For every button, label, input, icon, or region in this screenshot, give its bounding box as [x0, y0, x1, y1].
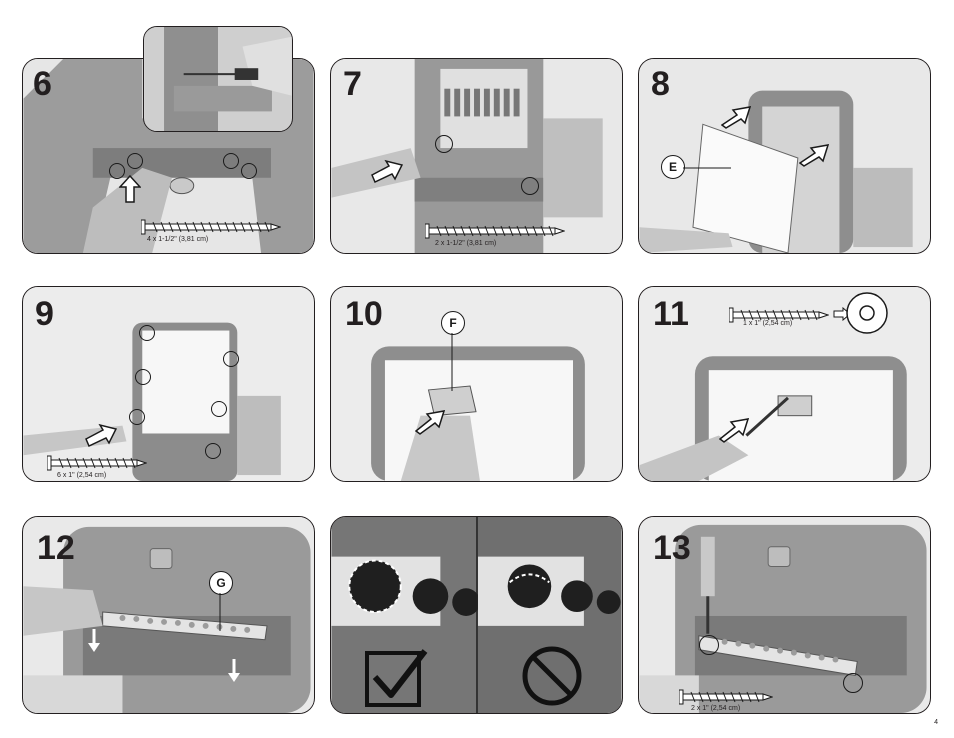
step-number: 6 — [33, 65, 52, 103]
screw-hole-marker — [129, 409, 145, 425]
step-8-panel: 8 E — [638, 58, 931, 254]
screw-icon — [679, 689, 773, 705]
step-6-detail-inset — [143, 26, 293, 132]
screw-icon — [47, 455, 147, 471]
screw-hole-marker — [139, 325, 155, 341]
screwdriver-detail-illustration — [144, 27, 292, 131]
screw-size-label: 4 x 1-1/2" (3,81 cm) — [147, 236, 209, 243]
screw-hole-marker — [843, 673, 863, 693]
screw-hole-marker — [205, 443, 221, 459]
step-8-illustration — [639, 59, 930, 253]
screw-hole-marker — [223, 153, 239, 169]
up-right-arrow-icon — [415, 410, 445, 435]
screw-hole-marker — [699, 635, 719, 655]
step-9-panel: 9 6 x 1" (2,54 cm) — [22, 286, 315, 482]
screw-size-label: 6 x 1" (2,54 cm) — [57, 472, 107, 479]
screw-size-label: 1 x 1" (2,54 cm) — [743, 320, 793, 327]
down-arrow-icon — [88, 629, 100, 652]
step-number: 10 — [345, 295, 383, 333]
step-number: 13 — [653, 529, 691, 567]
screw-hole-marker — [127, 153, 143, 169]
small-arrow-icon — [833, 307, 851, 321]
screw-hole-marker — [241, 163, 257, 179]
screw-hole-marker — [135, 369, 151, 385]
leader-line — [451, 333, 453, 391]
part-label-f: F — [441, 311, 465, 335]
step-12-panel: 12 G — [22, 516, 315, 714]
right-arrow-icon — [371, 159, 403, 183]
screw-icon — [729, 307, 829, 323]
part-label-g: G — [209, 571, 233, 595]
screw-hole-marker — [521, 177, 539, 195]
step-10-illustration — [331, 287, 622, 481]
up-arrow-icon — [119, 175, 141, 203]
screw-size-label: 2 x 1-1/2" (3,81 cm) — [435, 240, 497, 247]
right-arrow-icon — [85, 423, 117, 447]
correct-incorrect-panel — [330, 516, 623, 714]
washer-icon — [846, 292, 888, 334]
step-number: 11 — [653, 295, 689, 333]
step-9-illustration — [23, 287, 314, 481]
checkmark-box-icon — [365, 649, 428, 707]
screw-hole-marker — [109, 163, 125, 179]
down-arrow-icon — [228, 659, 240, 682]
step-12-illustration — [23, 517, 314, 713]
step-10-panel: 10 F — [330, 286, 623, 482]
screw-icon — [141, 219, 281, 235]
up-right-arrow-icon — [719, 418, 749, 443]
prohibited-icon — [522, 646, 582, 706]
screw-icon — [425, 223, 565, 239]
step-number: 9 — [35, 295, 54, 333]
leader-line — [683, 167, 731, 169]
part-label-e: E — [661, 155, 685, 179]
step-7-panel: 7 2 x 1-1/2" (3,81 cm) — [330, 58, 623, 254]
step-number: 8 — [651, 65, 670, 103]
leader-line — [219, 593, 221, 631]
page-number: 4 — [934, 719, 938, 726]
step-number: 7 — [343, 65, 362, 103]
step-7-illustration — [331, 59, 622, 253]
screw-hole-marker — [223, 351, 239, 367]
screw-hole-marker — [435, 135, 453, 153]
up-right-arrow-icon — [721, 106, 751, 129]
screw-size-label: 2 x 1" (2,54 cm) — [691, 705, 741, 712]
up-right-arrow-icon — [799, 144, 829, 167]
step-13-panel: 13 2 x 1" (2,54 cm) — [638, 516, 931, 714]
step-number: 12 — [37, 529, 75, 567]
step-11-panel: 11 1 x 1" (2,54 cm) — [638, 286, 931, 482]
screw-hole-marker — [211, 401, 227, 417]
